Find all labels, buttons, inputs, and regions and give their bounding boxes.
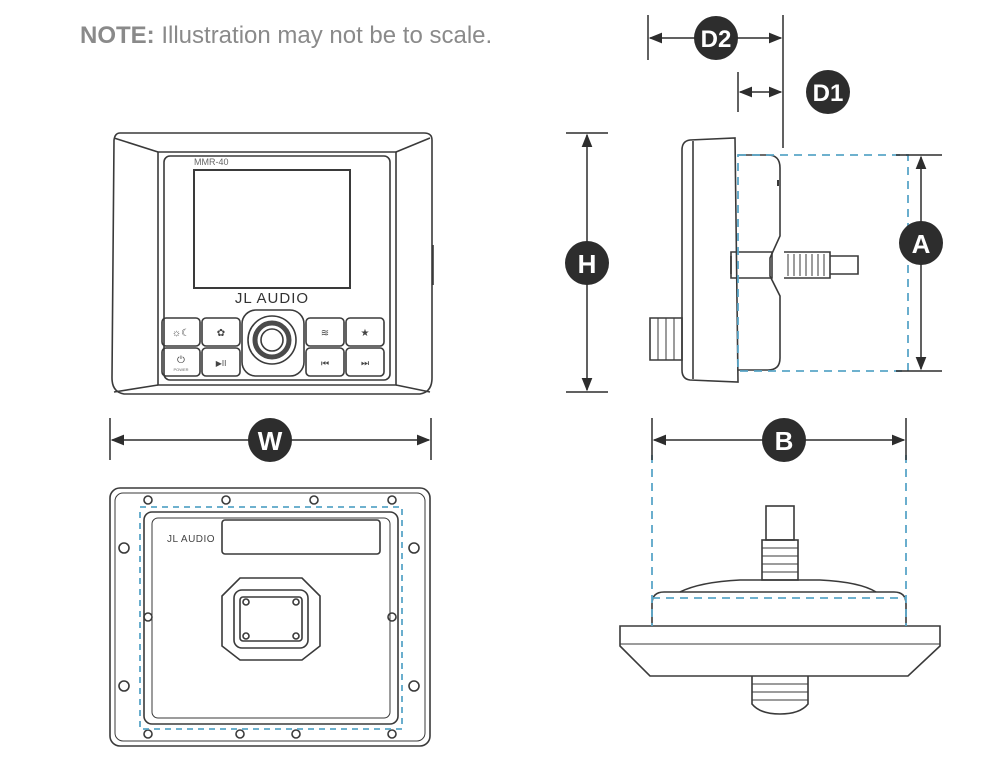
button-symbol-previous: ⏮: [321, 358, 329, 368]
power-caption: POWER: [173, 367, 188, 372]
rear-brand-label: JL AUDIO: [167, 534, 215, 545]
front-view: [111, 132, 434, 395]
badge-a-label: A: [912, 229, 931, 259]
badge-w: W: [248, 418, 292, 462]
brand-label: JL AUDIO: [235, 290, 309, 307]
badge-h-label: H: [578, 249, 597, 279]
badge-d1-label: D1: [813, 80, 844, 107]
cutout-outline-side: [737, 154, 909, 372]
button-symbol-favorite: ★: [361, 328, 370, 339]
note-label: NOTE:: [80, 22, 155, 49]
model-label: MMR-40: [194, 157, 229, 167]
note-text: Illustration may not be to scale.: [161, 22, 493, 49]
badge-b: B: [762, 418, 806, 462]
top-view: [619, 505, 941, 715]
badge-h: H: [565, 241, 609, 285]
badge-a: A: [899, 221, 943, 265]
button-symbol-next: ⏭: [361, 358, 369, 368]
badge-w-label: W: [258, 426, 283, 456]
button-symbol-play-pause: ▶II: [216, 359, 227, 368]
button-symbol-light: ☼☾: [172, 328, 190, 339]
badge-b-label: B: [775, 426, 794, 456]
button-symbol-settings: ✿: [217, 328, 225, 339]
badge-d2: D2: [694, 16, 738, 60]
rear-view: [109, 487, 431, 747]
side-view: [649, 137, 859, 383]
button-symbol-power: ⏻: [177, 355, 185, 366]
badge-d1: D1: [806, 70, 850, 114]
front-texts: MMR-40 JL AUDIO ☼☾ ✿ ≋ ★ ⏻ POWER ▶II ⏮ ⏭: [172, 157, 370, 372]
badge-d2-label: D2: [701, 26, 732, 53]
scale-note: NOTE: Illustration may not be to scale.: [80, 22, 492, 50]
button-symbol-eq: ≋: [321, 328, 329, 339]
